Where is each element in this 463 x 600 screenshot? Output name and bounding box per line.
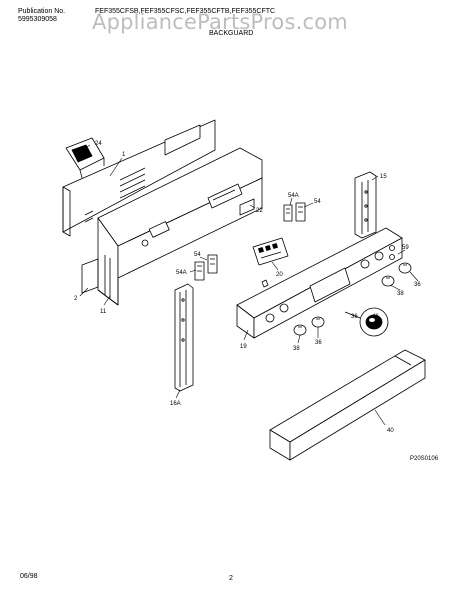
callout-54a-left: 54A [176, 270, 187, 276]
callout-38b: 38 [293, 346, 300, 352]
footer-date: 06/98 [20, 573, 38, 580]
knob-detail [344, 307, 389, 337]
page-number: 2 [229, 575, 233, 582]
control-knobs [293, 262, 412, 336]
leader-lines [79, 144, 419, 426]
callout-46: 46 [372, 314, 379, 320]
publication-label: Publication No. [18, 8, 66, 15]
control-switch [65, 137, 105, 179]
callout-38a: 38 [397, 291, 404, 297]
callout-2: 2 [74, 296, 78, 302]
callout-15: 15 [380, 174, 387, 180]
watermark: AppliancePartsPros.com [92, 10, 348, 34]
callout-11: 11 [100, 309, 107, 315]
diagram-id: P20S0106 [410, 456, 439, 462]
publication-number: 5995309058 [18, 16, 57, 23]
callout-20: 20 [276, 272, 283, 278]
model-list: FEF355CFSB,FEF355CFSC,FEF355CFTB,FEF355C… [95, 8, 276, 15]
callout-59: 59 [402, 245, 409, 251]
right-end-cap [354, 171, 377, 239]
callout-22: 22 [256, 208, 263, 214]
callout-54a-top: 54A [288, 193, 299, 199]
callout-24: 24 [95, 141, 102, 147]
trim-panel [269, 349, 426, 461]
back-panel [62, 119, 216, 237]
clock-timer [252, 237, 289, 266]
section-title: BACKGUARD [209, 30, 254, 37]
clips-left [194, 254, 218, 281]
callout-54-top: 54 [314, 199, 321, 205]
callout-19: 19 [240, 344, 247, 350]
bracket-22 [239, 198, 255, 216]
left-end-cap [174, 283, 194, 392]
clips-upper [283, 202, 306, 222]
callout-16a: 16A [170, 401, 181, 407]
callout-36b: 36 [315, 340, 322, 346]
screw [261, 279, 269, 288]
callout-36c: 36 [351, 314, 358, 320]
callout-1: 1 [122, 152, 126, 158]
control-panel [236, 227, 403, 339]
callout-40: 40 [387, 428, 394, 434]
backguard-frame [81, 147, 263, 306]
callout-36a: 36 [414, 282, 421, 288]
callout-54-left: 54 [194, 252, 201, 258]
